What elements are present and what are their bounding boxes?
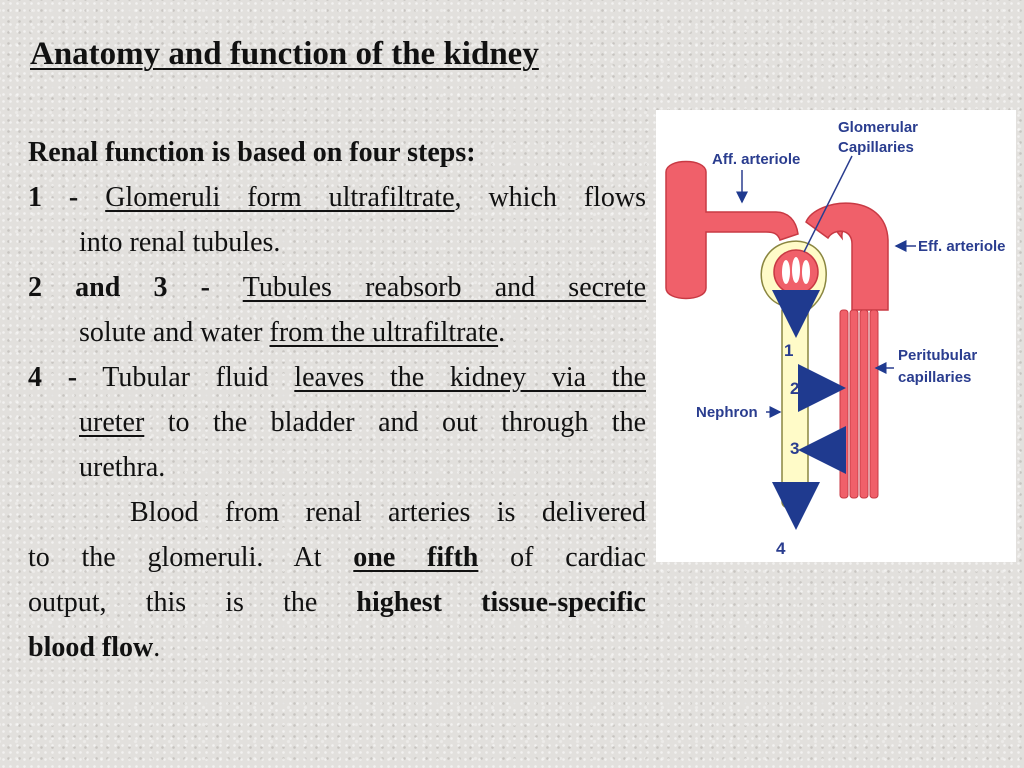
intro-line: Renal function is based on four steps: <box>28 137 476 168</box>
step-2-3-highlight: Tubules reabsorb and secrete <box>242 272 647 303</box>
step-2-3: 2 and 3 - Tubules reabsorb and secrete <box>28 265 646 310</box>
peritubular-capillary <box>869 309 879 499</box>
step-4-text: Tubular fluid <box>102 362 295 393</box>
page-title: Anatomy and function of the kidney <box>30 36 539 72</box>
step-2-3-number: 2 and 3 - <box>28 272 211 303</box>
step-2-3-cont-highlight: from the ultrafiltrate <box>269 317 499 348</box>
step-4-highlight: leaves the kidney via the <box>294 362 646 393</box>
glomerulus-loop <box>782 260 790 284</box>
paragraph-text: to the glomeruli. At <box>28 542 354 573</box>
paragraph-text: output, this is the <box>28 587 357 618</box>
label-capillaries: Capillaries <box>838 139 914 156</box>
step-4-cont-highlight: ureter <box>79 407 145 438</box>
step-2-3-end: . <box>498 317 506 348</box>
glomerulus-loop <box>792 257 800 283</box>
step-4-cont-text: to the bladder and out through the <box>144 407 646 438</box>
step-number-1: 1 <box>784 341 793 360</box>
step-2-3-continuation: solute and water from the ultrafiltrate. <box>28 310 646 355</box>
label-nephron: Nephron <box>696 404 758 421</box>
nephron-diagram-svg: Glomerular Capillaries Aff. arteriole Ef… <box>665 119 1006 558</box>
paragraph-emphasis-one-fifth: one fifth <box>353 542 479 573</box>
glomerulus-loop <box>802 260 810 284</box>
step-1-text: , which flows <box>454 182 647 213</box>
label-eff-arteriole: Eff. arteriole <box>918 238 1006 255</box>
paragraph-line-4: blood flow. <box>28 625 646 670</box>
paragraph-emphasis-highest: highest tissue-specific <box>356 587 646 618</box>
label-peritubular: Peritubular <box>898 347 977 364</box>
label-glomerular: Glomerular <box>838 119 918 136</box>
step-1-highlight: Glomeruli form ultrafiltrate <box>105 182 455 213</box>
paragraph-text: of cardiac <box>478 542 647 573</box>
step-4-number: 4 - <box>28 362 78 393</box>
label-peritubular-capillaries: capillaries <box>898 369 971 386</box>
peritubular-capillary <box>849 309 859 499</box>
step-number-2: 2 <box>790 379 799 398</box>
label-aff-arteriole: Aff. arteriole <box>712 151 800 168</box>
step-number-4: 4 <box>776 539 786 558</box>
afferent-arteriole <box>665 160 799 300</box>
paragraph-line-1: Blood from renal arteries is delivered <box>130 497 646 528</box>
step-1-number: 1 - <box>28 182 79 213</box>
step-4-continuation: ureter to the bladder and out through th… <box>28 400 646 445</box>
paragraph-emphasis-blood-flow: blood flow <box>28 632 154 663</box>
peritubular-capillary <box>859 309 869 499</box>
step-1-continuation: into renal tubules. <box>79 227 281 258</box>
step-1: 1 - Glomeruli form ultrafiltrate, which … <box>28 175 646 220</box>
pointer-glomerular <box>803 155 853 253</box>
paragraph-line-2: to the glomeruli. At one fifth of cardia… <box>28 535 646 580</box>
nephron-diagram: Glomerular Capillaries Aff. arteriole Ef… <box>656 110 1016 562</box>
step-4: 4 - Tubular fluid leaves the kidney via … <box>28 355 646 400</box>
step-number-3: 3 <box>790 439 799 458</box>
paragraph-line-3: output, this is the highest tissue-speci… <box>28 580 646 625</box>
body-text: Renal function is based on four steps: 1… <box>28 130 646 670</box>
peritubular-capillary <box>839 309 849 499</box>
step-4-continuation-2: urethra. <box>79 452 166 483</box>
paragraph-text: . <box>153 632 161 663</box>
step-2-3-text: solute and water <box>79 317 270 348</box>
